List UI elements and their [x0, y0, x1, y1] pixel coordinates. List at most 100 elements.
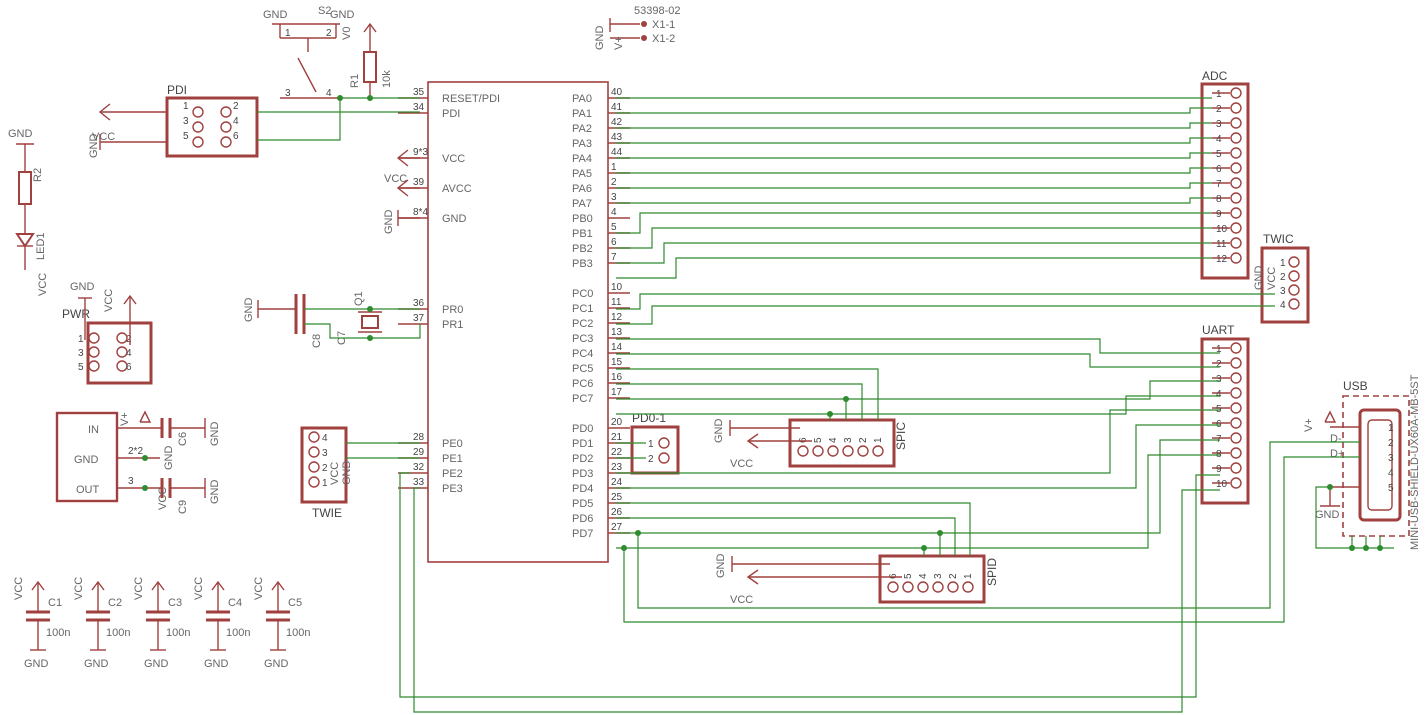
pdi-pin-pad	[220, 106, 232, 118]
mcu-right-pin-number: 6	[611, 237, 617, 248]
s2-pin4: 4	[326, 88, 332, 99]
resistor-r1: R1 10k	[349, 22, 393, 98]
adc-pin-number: 12	[1216, 254, 1228, 265]
pdi-vcc-label: VCC	[92, 131, 115, 143]
mcu-left-pin-number: 28	[413, 432, 425, 443]
usb-pin-number: 3	[1388, 453, 1394, 464]
spid-pin-pad	[902, 581, 914, 593]
adc-pin-pad	[1230, 102, 1242, 114]
twie-label: TWIE	[312, 506, 342, 520]
adc-pin-number: 2	[1216, 104, 1222, 115]
pdi-pin-number: 6	[233, 131, 239, 142]
uart-pin-number: 9	[1216, 464, 1222, 475]
twie-pin-number: 3	[322, 448, 328, 459]
mcu-right-pin-number: 24	[611, 477, 623, 488]
pwr-gnd-label: GND	[70, 281, 95, 293]
mcu-right-pin-number: 43	[611, 132, 623, 143]
uart-pin-pad	[1230, 462, 1242, 474]
twie-pin-pad	[308, 476, 320, 488]
pwr-pin-pad	[116, 360, 128, 372]
mcu-left-pin-number: 34	[413, 102, 425, 113]
mcu-right-pin-name: PC3	[572, 333, 593, 345]
twie-pin-number: 4	[322, 433, 328, 444]
adc-wire	[616, 137, 1212, 144]
mcu-left-pin-name: GND	[442, 213, 467, 225]
conn-vplus-label: V+	[613, 36, 625, 50]
cap-vcc-label: VCC	[13, 577, 25, 600]
usb-label: USB	[1343, 379, 1368, 393]
pdi-pin-number: 3	[183, 116, 189, 127]
usb-pin-number: 5	[1388, 483, 1394, 494]
mcu-left-pin-name: RESET/PDI	[442, 93, 500, 105]
mcu-right-pin-number: 7	[611, 252, 617, 263]
pdi-pin-pad	[220, 121, 232, 133]
adc-wire	[616, 212, 1212, 234]
spid-pin-pad	[947, 581, 959, 593]
mcu-left-pins: RESET/PDI35PDI34VCC9*3AVCC39GND8*4PR036P…	[398, 87, 500, 495]
usb-vplus-label: V+	[1303, 418, 1315, 432]
pd01-label: PD0-1	[632, 411, 666, 425]
mcu-right-pin-name: PA5	[572, 168, 592, 180]
cap-vcc-label: VCC	[193, 577, 205, 600]
spic-pin-pad	[857, 445, 869, 457]
mcu-chip: RESET/PDI35PDI34VCC9*3AVCC39GND8*4PR036P…	[398, 81, 630, 563]
spid-pin-pad	[932, 581, 944, 593]
conn-53398: 53398-02 X1-1 X1-2 GND V+	[594, 5, 681, 50]
spic-pin-number: 3	[843, 437, 854, 443]
twie-pin-pad	[308, 446, 320, 458]
cap-vcc-arrow-icon	[271, 580, 285, 591]
mcu-right-pin-name: PA1	[572, 108, 592, 120]
adc-pin-number: 9	[1216, 209, 1222, 220]
pdi-pin-pad	[192, 136, 204, 148]
cap-gnd-label: GND	[84, 658, 109, 670]
r1-value: 10k	[381, 70, 393, 88]
mcu-left-pin-name: PR1	[442, 319, 463, 331]
mcu-left-pin-name: PE0	[442, 438, 463, 450]
uart-pin-pad	[1230, 342, 1242, 354]
cap-vcc-arrow-icon	[91, 580, 105, 591]
twic-gnd-label: GND	[1253, 266, 1265, 291]
spic-pin-number: 4	[828, 437, 839, 443]
mcu-left-pin-number: 36	[413, 298, 425, 309]
reg-out-label: OUT	[76, 484, 100, 496]
mcu-right-pin-number: 44	[611, 147, 623, 158]
pdi-pin-number: 4	[233, 116, 239, 127]
cap-vcc-label: VCC	[253, 577, 265, 600]
pd01-pin-pad	[658, 437, 670, 449]
uart-header-body	[1200, 337, 1250, 505]
pwr-pin-number: 6	[126, 362, 132, 373]
mcu-right-pin-number: 16	[611, 372, 623, 383]
uart-pin-number: 4	[1216, 389, 1222, 400]
s2-pin1: 1	[285, 28, 291, 39]
mcu-left-pin-number: 39	[413, 177, 425, 188]
pdi-pin-pad	[220, 136, 232, 148]
spic-pin-number: 2	[858, 437, 869, 443]
uart-pin-pad	[1230, 477, 1242, 489]
mcu-right-pin-number: 21	[611, 432, 623, 443]
adc-pin-pad	[1230, 252, 1242, 264]
mcu-right-pin-name: PB3	[572, 258, 593, 270]
mcu-right-pin-name: PD2	[572, 453, 593, 465]
mcu-right-pin-name: PD5	[572, 498, 593, 510]
mcu-right-pin-name: PA3	[572, 138, 592, 150]
spid-pin-number: 4	[918, 573, 929, 579]
adc-pin-number: 6	[1216, 164, 1222, 175]
usb-pin-number: 1	[1388, 423, 1394, 434]
mcu-right-pin-number: 41	[611, 102, 623, 113]
uart-pin-number: 1	[1216, 344, 1222, 355]
reg-gnd-label: GND	[74, 454, 99, 466]
adc-wire	[616, 122, 1212, 129]
mcu-right-pin-name: PD0	[572, 423, 593, 435]
mcu-right-pin-name: PD1	[572, 438, 593, 450]
mcu-right-pin-number: 26	[611, 507, 623, 518]
switch-s2: GND S2 GND 1 2 3 4 V0	[263, 5, 355, 99]
adc-pin-number: 3	[1216, 119, 1222, 130]
usb-part-label: MINI-USB-SHIELD-UX60A-MB-5ST	[1409, 374, 1421, 550]
conn-gnd-label: GND	[594, 26, 606, 51]
spic-pin-pad	[797, 445, 809, 457]
crystal-q1: GND C8 C7 Q1	[243, 291, 382, 348]
